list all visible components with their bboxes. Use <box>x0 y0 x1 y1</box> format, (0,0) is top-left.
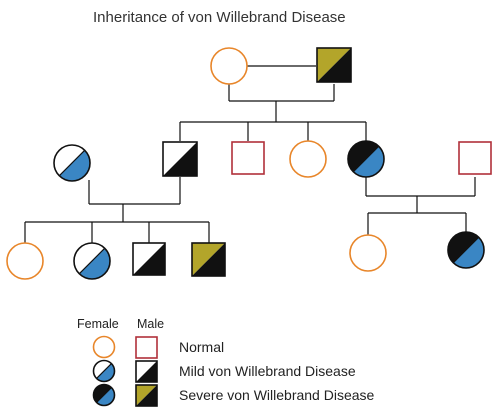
legend-male-normal-symbol <box>135 336 158 359</box>
legend-male-severe-symbol <box>135 384 158 407</box>
legend-male-mild-symbol <box>135 360 158 383</box>
legend-female-severe-symbol <box>92 383 116 407</box>
generation-3-female-normal-5-symbol <box>349 234 387 272</box>
generation-1-female-normal-1-symbol <box>210 47 248 85</box>
generation-3-female-severe-6-symbol <box>447 231 485 269</box>
generation-2-male-normal-3-symbol <box>231 141 265 175</box>
generation-2-female-normal-4-symbol <box>289 140 327 178</box>
generation-2-male-mild-2-symbol <box>162 141 198 177</box>
legend-female-mild-symbol <box>92 359 116 383</box>
legend-label-normal: Normal <box>179 339 224 355</box>
pedigree-lines <box>24 65 476 243</box>
generation-3-female-normal-1-symbol <box>6 242 44 280</box>
generation-2-male-normal-6-symbol <box>458 141 492 175</box>
pedigree-individuals <box>6 47 492 280</box>
generation-2-female-severe-5-symbol <box>347 140 385 178</box>
legend-female-normal-symbol <box>92 335 116 359</box>
generation-1-male-severe-2-symbol <box>316 47 352 83</box>
legend-label-mild: Mild von Willebrand Disease <box>179 363 356 379</box>
generation-3-male-mild-3-symbol <box>132 242 166 276</box>
legend: Female Male Normal Mild von Willebrand D… <box>77 317 375 407</box>
generation-3-female-mild-2-symbol <box>73 242 111 280</box>
legend-male-header: Male <box>137 317 164 331</box>
generation-2-female-mild-1-symbol <box>53 144 91 182</box>
legend-label-severe: Severe von Willebrand Disease <box>179 387 375 403</box>
generation-3-male-severe-4-symbol <box>191 242 226 277</box>
legend-symbols <box>92 335 158 407</box>
legend-female-header: Female <box>77 317 119 331</box>
page-title: Inheritance of von Willebrand Disease <box>93 9 346 26</box>
